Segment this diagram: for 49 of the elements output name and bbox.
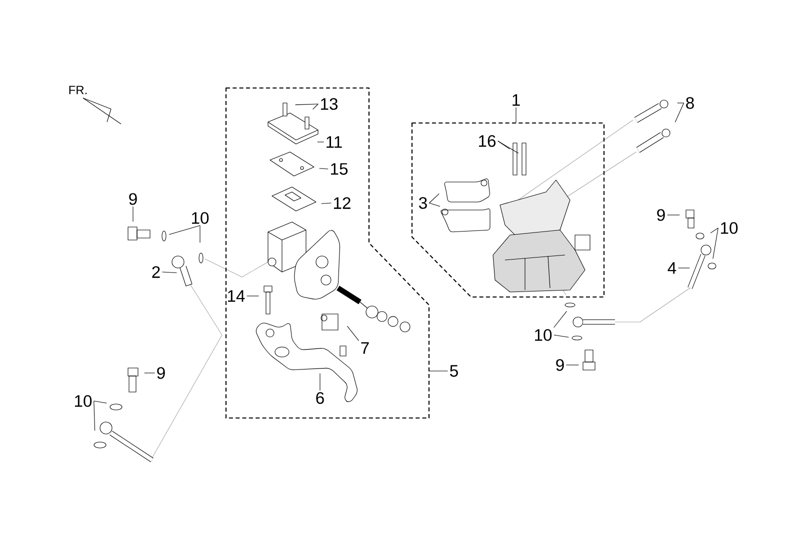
callout-number: 10 (721, 222, 738, 234)
callout-number: 9 (657, 209, 665, 221)
leader-line (319, 168, 328, 170)
callout-number: 10 (535, 329, 552, 341)
callout-number: 11 (326, 136, 342, 148)
callout-number: 12 (334, 197, 350, 209)
callout-number: 5 (450, 365, 458, 377)
callout-number: 10 (192, 212, 209, 224)
callout-number: 10 (75, 395, 92, 407)
callout-number: 16 (479, 135, 496, 147)
callout-number: 9 (157, 367, 165, 379)
leader-line (712, 228, 718, 259)
callout-number: 8 (686, 97, 694, 109)
leader-line (428, 202, 440, 207)
leader-line (94, 400, 108, 404)
leader-line (554, 334, 569, 338)
leader-line (162, 272, 177, 273)
leader-line (429, 370, 448, 372)
leader-line (347, 326, 360, 341)
leader-line (674, 102, 684, 122)
leader-line (710, 228, 718, 234)
leader-line (168, 225, 200, 235)
callout-number: 7 (361, 342, 369, 354)
leader-line (94, 400, 96, 431)
callout-number: 13 (321, 98, 338, 110)
leader-line (666, 214, 680, 216)
dashed-group-outline (225, 87, 430, 419)
callout-number: 6 (316, 392, 324, 404)
leader-line (295, 104, 318, 106)
leader-line (566, 364, 579, 366)
callout-number: 9 (129, 193, 137, 205)
callout-number: 15 (331, 163, 348, 175)
callout-number: 3 (419, 197, 427, 209)
callout-number: 1 (512, 94, 520, 106)
leader-line (428, 193, 440, 204)
leader-line (498, 140, 519, 154)
leader-line (498, 140, 510, 150)
leader-line (554, 310, 567, 328)
leader-line (321, 202, 332, 204)
callout-number: 9 (556, 359, 564, 371)
leader-line (132, 206, 134, 222)
callout-number: 2 (152, 266, 160, 278)
leader-line (144, 372, 156, 374)
callout-number: 4 (668, 262, 676, 274)
direction-label: FR. (69, 86, 87, 94)
callout-number: 14 (228, 290, 245, 302)
leader-line (312, 104, 318, 110)
dashed-group-outline (411, 122, 605, 298)
leader-line (677, 102, 684, 104)
